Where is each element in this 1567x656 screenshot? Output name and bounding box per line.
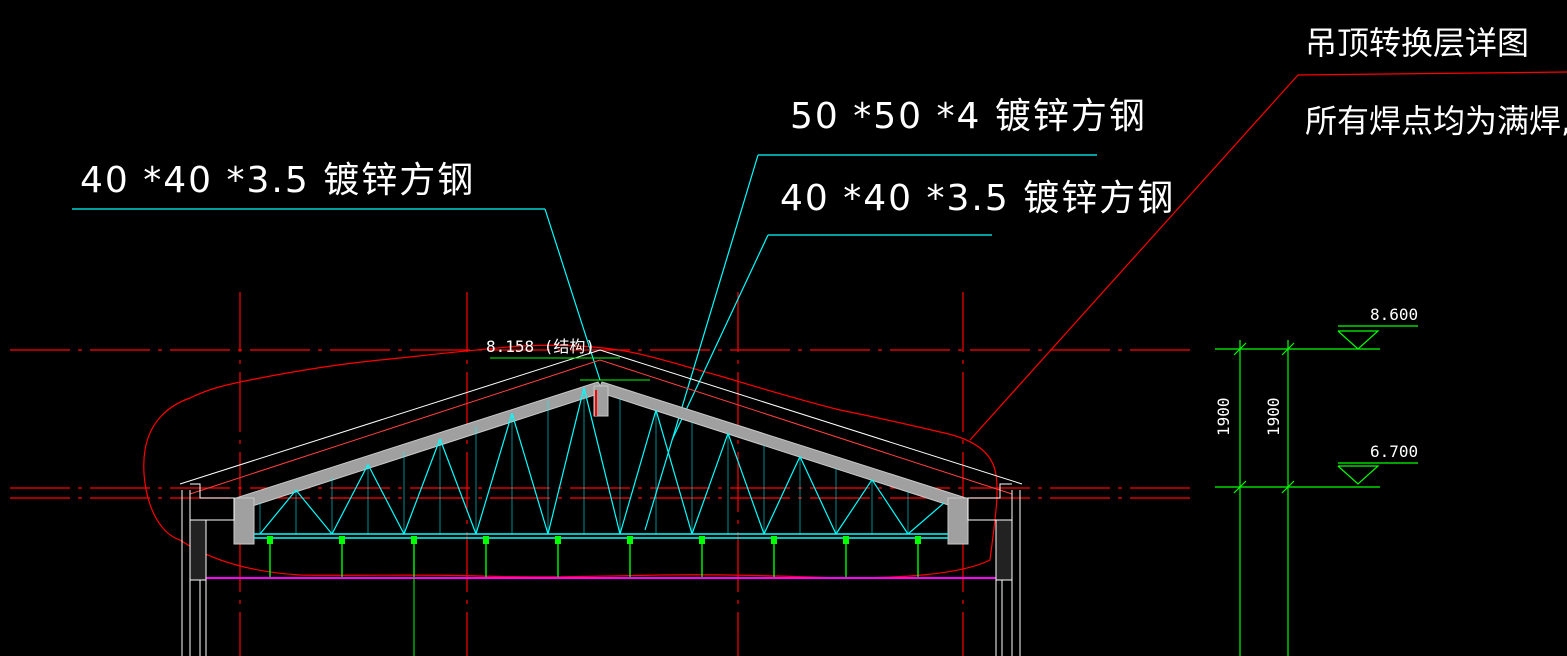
hanger-clip [483, 536, 489, 544]
hanger-clip [771, 536, 777, 544]
grid-lines [10, 292, 1195, 656]
bottom-chord [254, 533, 948, 539]
weld-note: 所有焊点均为满焊,同 [1305, 102, 1567, 140]
truss-web-member [475, 413, 513, 535]
truss-web-member [727, 433, 765, 535]
elevation-dimensions [1215, 325, 1418, 656]
leader-lines [72, 154, 1097, 531]
truss-web-member [871, 479, 909, 535]
left-member-callout: 40 *40 *3.5 镀锌方钢 [80, 160, 475, 201]
right-member-callout: 40 *40 *3.5 镀锌方钢 [780, 178, 1175, 219]
dimension-right-label: 1900 [1264, 397, 1283, 436]
hanger-clip [411, 536, 417, 544]
revision-cloud [143, 344, 998, 579]
truss-web-member [583, 387, 621, 535]
hanger-clip [699, 536, 705, 544]
truss-web-member [367, 464, 405, 535]
truss-web-member [439, 438, 477, 535]
top-member-callout: 50 *50 *4 镀锌方钢 [790, 96, 1147, 137]
level-upper-label: 8.600 [1370, 305, 1418, 324]
hanger-clip [555, 536, 561, 544]
truss-web-member [835, 479, 873, 535]
truss-web-member [259, 489, 297, 535]
truss-web-member [655, 409, 693, 535]
ridge-elevation-label: 8.158 (结构) [486, 337, 595, 356]
hanger-clip [339, 536, 345, 544]
roof-outline [179, 349, 1023, 495]
truss-webs [259, 387, 945, 535]
left-wall [181, 483, 235, 656]
truss-web-member [619, 409, 657, 535]
truss-web-member [331, 464, 369, 535]
dimension-left-label: 1900 [1214, 397, 1233, 436]
truss-web-member [799, 456, 837, 535]
truss-web-member [295, 489, 333, 535]
right-wall [967, 483, 1021, 656]
main-rafters [233, 381, 969, 545]
truss-web-member [763, 456, 801, 535]
hanger-clip [627, 536, 633, 544]
hanger-clip [843, 536, 849, 544]
drawing-title: 吊顶转换层详图 [1305, 24, 1529, 62]
hanger-clip [267, 536, 273, 544]
title-leader [969, 71, 1567, 441]
truss-web-member [691, 433, 729, 535]
ceiling-hangers [267, 536, 921, 578]
truss-web-member [907, 502, 945, 535]
truss-web-member [511, 413, 549, 535]
truss-web-member [403, 438, 441, 535]
hanger-clip [915, 536, 921, 544]
level-lower-label: 6.700 [1370, 442, 1418, 461]
truss-web-member [547, 387, 585, 535]
